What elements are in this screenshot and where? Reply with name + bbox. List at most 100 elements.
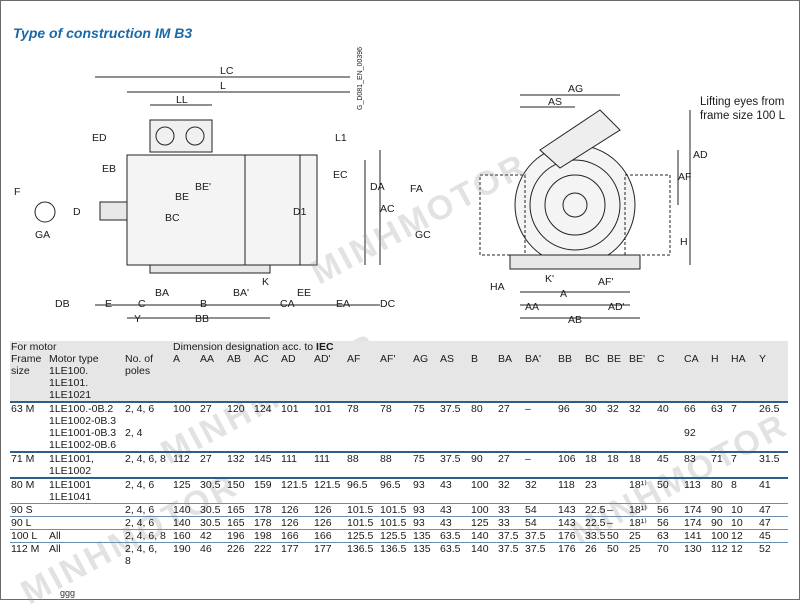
- dim-DC: DC: [380, 298, 396, 310]
- dim-ED: ED: [92, 132, 107, 144]
- cell-value: 178: [253, 503, 281, 517]
- cell-value: 33.5: [584, 529, 607, 543]
- cell-value: 70: [656, 542, 684, 567]
- cell-value: 66: [683, 401, 711, 427]
- cell-value: [557, 427, 584, 452]
- cell-value: 27: [199, 401, 227, 427]
- cell-value: 132: [226, 451, 254, 478]
- dim-AS: AS: [548, 96, 562, 108]
- col-dim: Y: [758, 353, 788, 402]
- cell-value: 7: [730, 451, 759, 478]
- cell-value: 106: [557, 451, 585, 478]
- cell-value: 37.5: [439, 401, 471, 427]
- dim-BA: BA: [155, 287, 169, 299]
- cell-value: 150: [226, 477, 254, 504]
- dim-A: A: [560, 288, 567, 300]
- cell-type: All: [48, 529, 124, 543]
- cell-value: 10: [730, 516, 759, 530]
- cell-value: 12: [730, 529, 759, 543]
- cell-value: 101: [280, 401, 314, 427]
- cell-value: [226, 427, 253, 452]
- cell-value: 136.5: [379, 542, 413, 567]
- dim-EE: EE: [297, 287, 311, 299]
- cell-poles: 2, 4, 6, 8: [124, 451, 173, 478]
- dim-Kp: K': [545, 273, 554, 285]
- cell-value: 30.5: [199, 503, 227, 517]
- cell-value: 33: [497, 516, 525, 530]
- cell-value: 176: [557, 529, 585, 543]
- cell-value: 136.5: [346, 542, 380, 567]
- dim-GC: GC: [415, 229, 431, 241]
- col-dim: C: [656, 353, 684, 402]
- terminal-box-front: [539, 109, 621, 169]
- cell-value: 90: [710, 516, 731, 530]
- cell-value: 43: [439, 503, 471, 517]
- cell-value: 12: [730, 542, 759, 567]
- cell-value: 46: [199, 542, 227, 567]
- cell-value: 125.5: [379, 529, 413, 543]
- cell-value: 45: [656, 451, 684, 478]
- shaft: [99, 201, 128, 221]
- cell-value: 41: [758, 477, 788, 504]
- cell-value: 32: [497, 477, 525, 504]
- cell-value: 56: [656, 503, 684, 517]
- cell-value: 43: [439, 477, 471, 504]
- cell-value: [656, 427, 683, 452]
- dim-HA: HA: [490, 281, 505, 293]
- cell-value: 45: [758, 529, 788, 543]
- cell-frame: 90 S: [10, 503, 48, 517]
- cell-value: 37.5: [524, 542, 558, 567]
- col-dim: BA: [497, 353, 525, 402]
- cell-value: –: [606, 503, 629, 517]
- cell-poles: 2, 4, 6: [124, 516, 173, 530]
- cell-value: [253, 427, 280, 452]
- cell-frame: 90 L: [10, 516, 48, 530]
- cell-value: 165: [226, 503, 254, 517]
- col-dim: AS: [439, 353, 471, 402]
- cell-value: 63: [710, 401, 731, 427]
- cell-value: 140: [470, 542, 498, 567]
- cell-value: 145: [253, 451, 281, 478]
- cell-value: 176: [557, 542, 585, 567]
- cell-value: [606, 477, 629, 504]
- cell-value: 25: [628, 542, 657, 567]
- cell-value: 22.5: [584, 516, 607, 530]
- dim-EB: EB: [102, 163, 116, 175]
- col-dim: CA: [683, 353, 711, 402]
- cell-value: 125: [172, 477, 200, 504]
- cell-value: [280, 427, 313, 452]
- cell-value: 160: [172, 529, 200, 543]
- cell-value: 120: [226, 401, 254, 427]
- cell-value: 18: [584, 451, 607, 478]
- cell-value: –: [524, 451, 558, 478]
- cell-value: 50: [606, 529, 629, 543]
- cell-value: 101: [313, 401, 347, 427]
- dim-BEp: BE': [195, 181, 211, 193]
- cell-poles: 2, 4: [125, 427, 143, 439]
- cell-frame: 100 L: [10, 529, 48, 543]
- lifting-eyes-note: Lifting eyes from frame size 100 L: [700, 95, 785, 123]
- cell-value: 31.5: [758, 451, 788, 478]
- cell-frame: 63 M: [10, 401, 48, 427]
- cell-value: 92: [684, 427, 696, 439]
- lifting-note-line-1: Lifting eyes from: [700, 96, 785, 108]
- col-dim: AG: [412, 353, 440, 402]
- motor-body-side: [126, 154, 318, 266]
- col-dim: AA: [199, 353, 227, 402]
- cell-value: 177: [313, 542, 347, 567]
- cell-value: 18: [606, 451, 629, 478]
- cell-value: 37.5: [497, 529, 525, 543]
- cell-value: 96.5: [346, 477, 380, 504]
- cell-value: 7: [730, 401, 759, 427]
- dim-BE: BE: [175, 191, 189, 203]
- col-dim: BE: [606, 353, 629, 402]
- dimension-header: Dimension designation acc. to IEC: [172, 341, 788, 353]
- dim-C: C: [138, 298, 146, 310]
- dim-LL: LL: [176, 94, 188, 106]
- dim-E: E: [105, 298, 112, 310]
- cell-type: [48, 516, 124, 530]
- cell-type: 1LE1001,1LE1002: [48, 451, 124, 478]
